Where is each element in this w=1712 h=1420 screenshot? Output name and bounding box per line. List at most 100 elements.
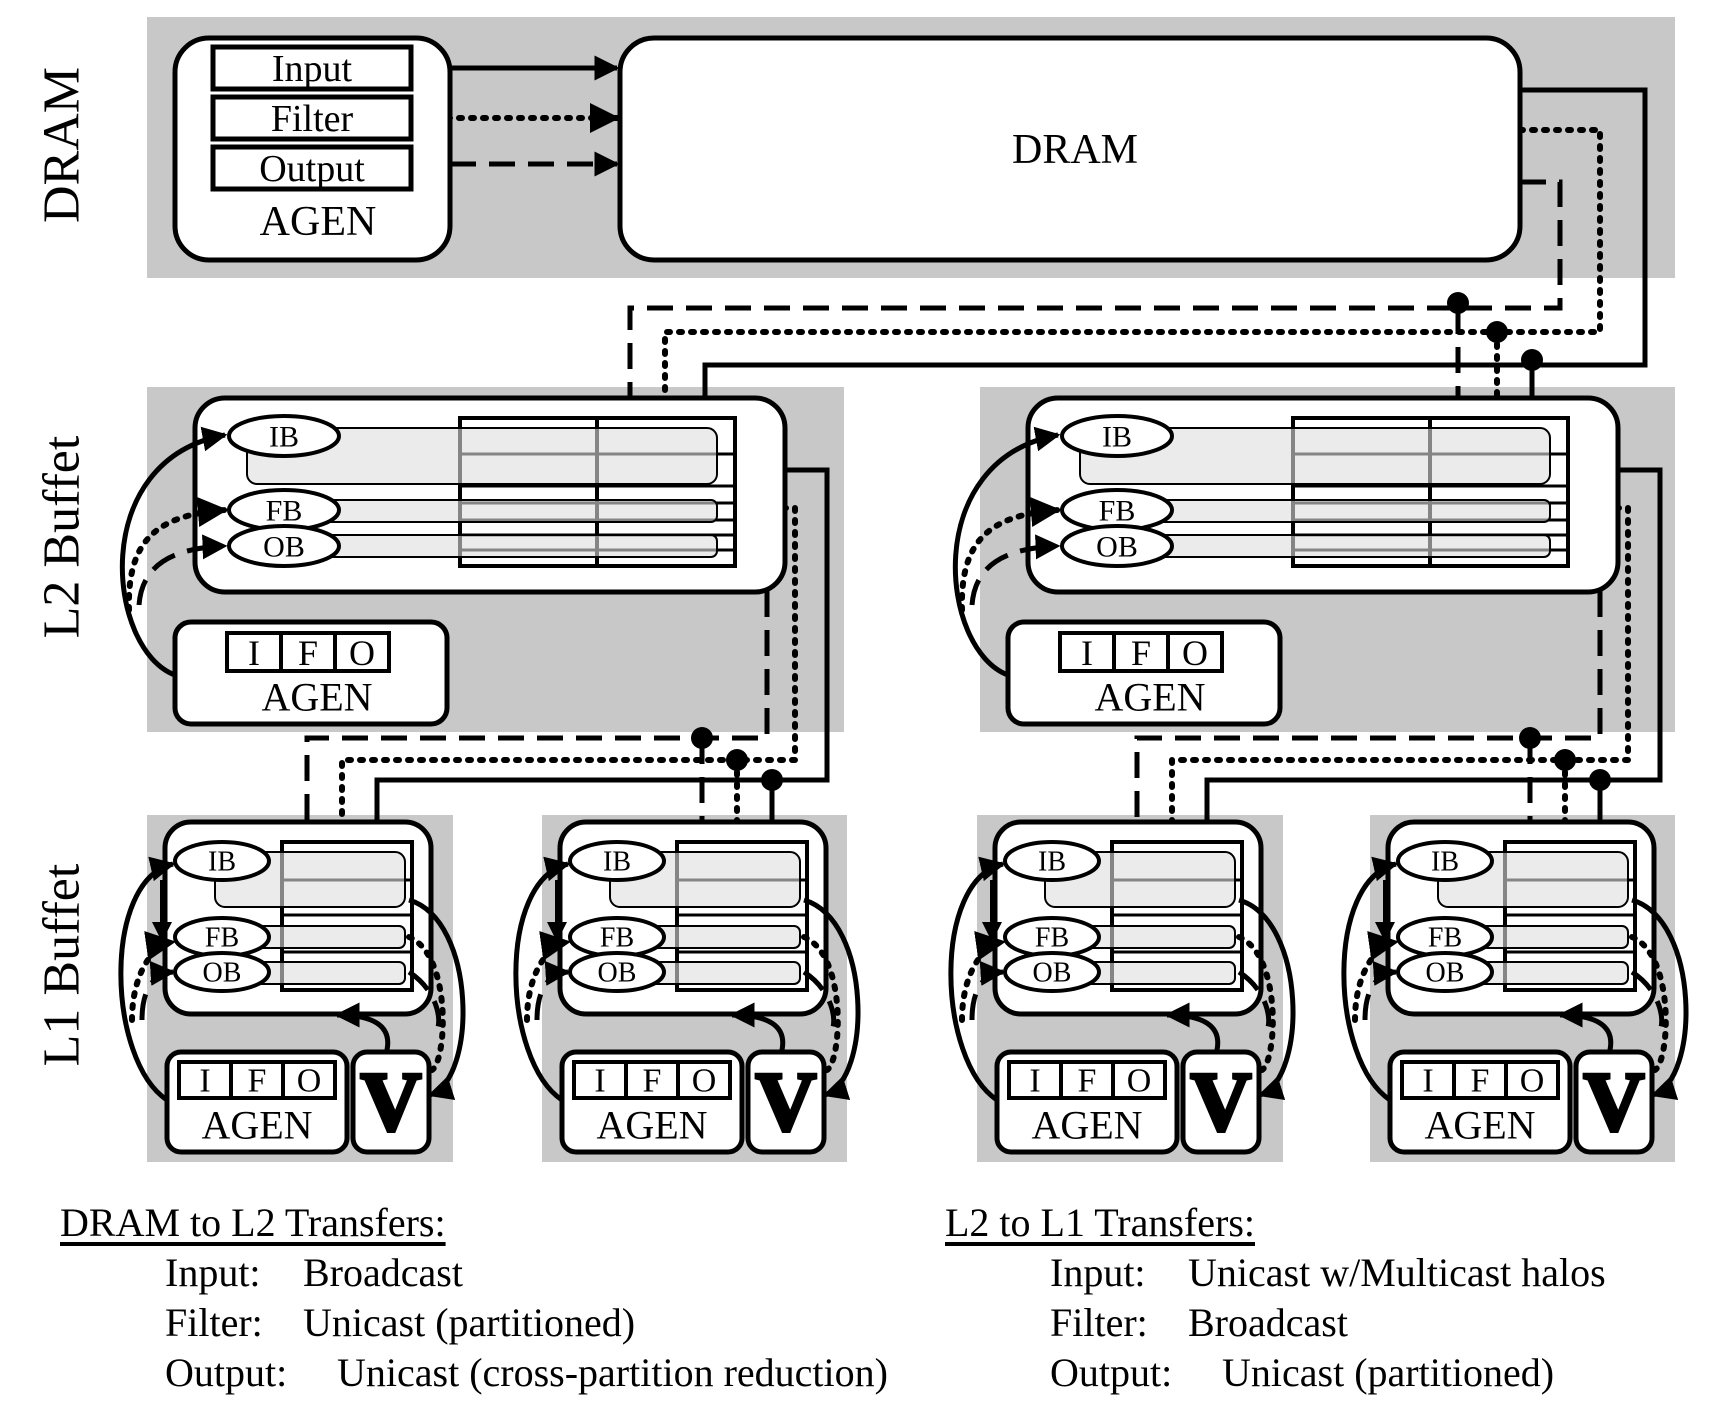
l1-vector-unit-label: V xyxy=(1191,1056,1252,1149)
l1-agen-field-f xyxy=(229,1060,285,1100)
l1-ob-feedback-wire xyxy=(969,960,1006,1021)
l1-agen-field-label-i: I xyxy=(1029,1063,1040,1100)
l1-v-to-ob-wire xyxy=(1557,1002,1614,1051)
l1-agen-field-label-i: I xyxy=(594,1063,605,1100)
l1-vector-unit-label: V xyxy=(756,1056,817,1149)
l2-ib-label: IB xyxy=(1102,421,1132,454)
dram-box-label: DRAM xyxy=(1012,127,1138,173)
junction-dot xyxy=(1519,727,1541,749)
dram-l2-output-left xyxy=(617,179,1563,556)
l2-agen-field-label-f: F xyxy=(1131,633,1151,673)
l1-agen-field-label-i: I xyxy=(199,1063,210,1100)
l1-output-to-v-wire xyxy=(408,897,466,1100)
l2-agen-label: AGEN xyxy=(261,675,372,720)
junction-dot xyxy=(691,727,713,749)
l2-ib-bar xyxy=(1079,427,1551,485)
l2-agen-field-i xyxy=(1058,631,1116,673)
l2-l1-input-wire xyxy=(364,467,830,896)
legend-l2-to-l1-heading: L2 to L1 Transfers: xyxy=(945,1200,1255,1245)
dram-agen-field-label-output: Output xyxy=(259,148,365,190)
l2-agen-field-label-f: F xyxy=(298,633,318,673)
legend-dram-to-l2-filter: Filter:Unicast (partitioned) xyxy=(165,1300,636,1345)
l1-vector-unit-label: V xyxy=(361,1056,422,1149)
l2-ob-ellipse xyxy=(1060,524,1174,568)
l1-agen-field-label-o: O xyxy=(692,1063,717,1100)
l1-fb-label: FB xyxy=(1035,923,1069,954)
l1-ib-feedback-wire xyxy=(513,856,571,1103)
l2-agen-field-o xyxy=(333,631,391,673)
l1-fb-label: FB xyxy=(600,923,634,954)
l2-agen-field-o xyxy=(1166,631,1224,673)
l1-agen-field-label-f: F xyxy=(248,1063,267,1100)
l2-agen-field-label-i: I xyxy=(1081,633,1093,673)
l1-ob-label: OB xyxy=(598,958,637,989)
l1-agen-field-label-o: O xyxy=(297,1063,322,1100)
l1-v-to-ob-wire xyxy=(1164,1002,1221,1051)
l2-ob-ellipse xyxy=(227,524,341,568)
l1-agen-label: AGEN xyxy=(596,1103,707,1148)
l2-fb-label: FB xyxy=(266,495,303,528)
l2-ib-ellipse xyxy=(227,414,341,458)
legend-dram-to-l2-input: Input:Broadcast xyxy=(165,1250,463,1295)
l1-filter-to-v-wire xyxy=(801,934,841,1073)
l2-agen-label: AGEN xyxy=(1094,675,1205,720)
level-label-l2: L2 Buffet xyxy=(34,435,91,638)
l1-agen-field-label-o: O xyxy=(1127,1063,1152,1100)
junction-dot xyxy=(726,749,748,771)
l1-output-to-v-wire xyxy=(803,897,861,1100)
l2-ib-bar xyxy=(246,427,718,485)
junction-dot xyxy=(1447,292,1469,314)
l1-fb-feedback-wire xyxy=(524,931,571,1023)
dram-agen-field-input xyxy=(210,44,414,92)
l1-ib-label: IB xyxy=(1431,847,1459,878)
l1-agen-field-i xyxy=(1007,1060,1063,1100)
l1-agen-field-o xyxy=(281,1060,337,1100)
l2-fb-feedback-wire xyxy=(958,497,1061,613)
l1-ib-feedback-wire xyxy=(118,856,176,1103)
l1-agen-field-label-f: F xyxy=(1471,1063,1490,1100)
l1-agen-field-label-i: I xyxy=(1422,1063,1433,1100)
l1-agen-field-f xyxy=(624,1060,680,1100)
dram-agen-field-output xyxy=(210,144,414,192)
dram-agen-field-label-input: Input xyxy=(272,48,353,90)
l2-ob-label: OB xyxy=(1096,531,1138,564)
l2-ib-feedback-wire xyxy=(119,426,228,678)
l1-output-to-v-wire xyxy=(1631,897,1689,1100)
dram-agen-field-filter xyxy=(210,94,414,142)
l1-ob-feedback-wire xyxy=(1362,960,1399,1021)
l1-ob-feedback-wire xyxy=(139,960,176,1021)
l2-agen-field-f xyxy=(279,631,337,673)
dram-box xyxy=(617,35,1523,263)
legend-dram-to-l2-output: Output:Unicast (cross-partition reductio… xyxy=(165,1350,888,1395)
junction-dot xyxy=(1554,749,1576,771)
l2-ob-feedback-wire xyxy=(969,534,1061,606)
l1-fb-label: FB xyxy=(1428,923,1462,954)
l1-out-to-v-wire xyxy=(1237,969,1272,1032)
legend-dram-to-l2-heading: DRAM to L2 Transfers: xyxy=(60,1200,446,1245)
l2-ib-feedback-wire xyxy=(952,426,1061,678)
l1-output-to-v-wire xyxy=(1238,897,1296,1100)
l1-fb-feedback-wire xyxy=(129,931,176,1023)
l2-l1-input-wire xyxy=(1194,467,1663,896)
legend-l2-to-l1-input: Input:Unicast w/Multicast halos xyxy=(1050,1250,1606,1295)
l1-vector-unit-box xyxy=(1573,1049,1655,1155)
level-label-l1: L1 Buffet xyxy=(34,863,91,1066)
l1-vector-unit-label: V xyxy=(1584,1056,1645,1149)
dram-agen-field-label-filter: Filter xyxy=(271,98,354,140)
junction-dot xyxy=(1521,349,1543,371)
l1-out-to-v-wire xyxy=(407,969,442,1032)
junction-dot xyxy=(1486,321,1508,343)
l1-agen-field-o xyxy=(1504,1060,1560,1100)
l1-agen-label: AGEN xyxy=(201,1103,312,1148)
l2-ib-ellipse xyxy=(1060,414,1174,458)
l1-filter-to-v-wire xyxy=(1236,934,1276,1073)
legend-dram-to-l2: DRAM to L2 Transfers: Input:Broadcast Fi… xyxy=(60,1198,888,1398)
l1-filter-to-v-wire xyxy=(406,934,446,1073)
l2-ib-label: IB xyxy=(269,421,299,454)
l1-fb-feedback-wire xyxy=(1352,931,1399,1023)
l1-agen-field-o xyxy=(676,1060,732,1100)
